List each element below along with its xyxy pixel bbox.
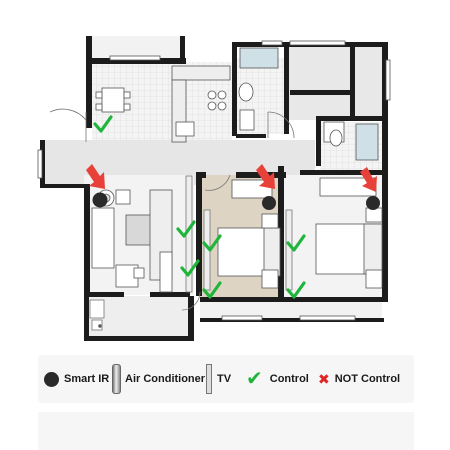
air-conditioner-icon: [112, 364, 121, 394]
check-living-ac: [176, 220, 196, 238]
check-kitchen: [93, 115, 113, 133]
x-icon: ✖: [318, 371, 330, 387]
legend-air-conditioner: Air Conditioner: [112, 355, 205, 403]
doors: [49, 108, 295, 311]
legend-control-label: Control: [269, 373, 309, 385]
dining-set: [95, 87, 131, 113]
balcony-details: [89, 299, 105, 331]
top-right-rooms: [287, 44, 385, 120]
kitchen-counter: [171, 65, 231, 143]
legend-smart-ir-label: Smart IR: [64, 373, 110, 385]
bathroom-fixtures: [238, 47, 379, 161]
legend: Smart IR Air Conditioner TV ✔ Control ✖ …: [38, 355, 414, 403]
check-bedroom-2-ac: [286, 234, 306, 252]
bedroom-1-furniture: [217, 179, 281, 289]
check-bedroom-1-tv: [202, 281, 222, 299]
legend-control: ✔ Control: [246, 355, 309, 403]
windows: [37, 40, 391, 321]
arrow-bedroom-1: [256, 164, 275, 189]
check-bedroom-2-tv: [286, 281, 306, 299]
legend-air-conditioner-label: Air Conditioner: [125, 373, 206, 385]
legend-not-control: ✖ NOT Control: [318, 355, 400, 403]
check-living-tv: [180, 259, 200, 277]
tv-icon: [206, 364, 212, 394]
control-checks: [93, 115, 306, 299]
balcony-bottom-right: [200, 298, 382, 320]
smart-ir-living-room: [92, 192, 108, 208]
arrow-bedroom-2: [360, 167, 377, 192]
legend-tv: TV: [206, 355, 231, 403]
check-bedroom-1-ac: [202, 234, 222, 252]
legend-smart-ir: Smart IR: [44, 355, 109, 403]
smart-ir-bedroom-1: [262, 196, 276, 210]
smart-ir-dot-icon: [44, 371, 59, 387]
pointer-arrows: [86, 164, 377, 192]
legend-tv-label: TV: [217, 373, 232, 385]
smart-ir-devices: [92, 192, 380, 210]
legend-not-control-label: NOT Control: [334, 373, 401, 385]
bedroom-2-furniture: [315, 177, 383, 289]
check-icon: ✔: [246, 368, 263, 390]
smart-ir-bedroom-2: [366, 196, 380, 210]
arrow-living-room: [86, 164, 105, 189]
bottom-panel: [38, 412, 414, 450]
